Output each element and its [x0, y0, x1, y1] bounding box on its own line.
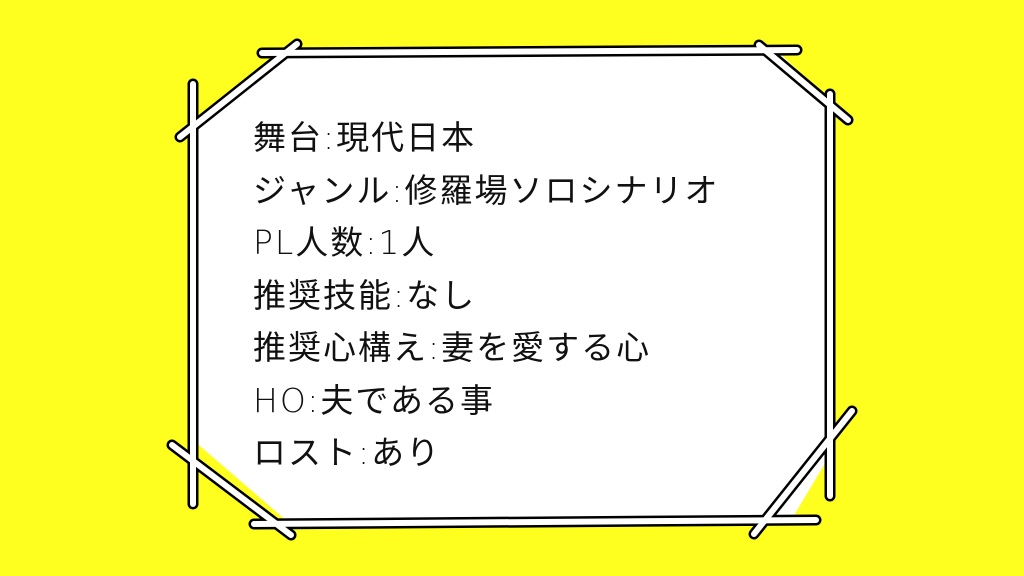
info-value: 夫である事 — [320, 380, 496, 420]
info-separator: : — [393, 275, 407, 315]
scenario-info-list: 舞台:現代日本 ジャンル:修羅場ソロシナリオ PL人数:1人 推奨技能:なし 推… — [253, 112, 719, 480]
info-value: 妻を愛する心 — [441, 328, 652, 367]
info-line-player-count: PL人数:1人 — [253, 217, 719, 270]
info-separator: : — [428, 328, 442, 367]
info-label: ロスト — [253, 433, 358, 472]
info-value: 現代日本 — [336, 118, 477, 157]
info-label: 推奨技能 — [253, 275, 393, 315]
info-line-recommended-mindset: 推奨心構え:妻を愛する心 — [253, 322, 719, 375]
info-line-recommended-skills: 推奨技能:なし — [253, 270, 719, 323]
info-line-handout: HO:夫である事 — [253, 375, 719, 428]
info-label: HO — [253, 380, 308, 420]
stick-fills — [169, 41, 855, 538]
info-label: 推奨心構え — [253, 328, 428, 367]
info-separator: : — [391, 170, 405, 210]
info-line-stage: 舞台:現代日本 — [253, 112, 719, 165]
info-label: ジャンル — [253, 170, 392, 210]
info-separator: : — [358, 433, 372, 472]
info-label: 舞台 — [253, 118, 323, 157]
info-value: なし — [406, 275, 477, 315]
white-panel — [193, 52, 830, 522]
info-value: あり — [371, 433, 442, 472]
info-line-genre: ジャンル:修羅場ソロシナリオ — [253, 165, 719, 218]
info-separator: : — [323, 118, 337, 157]
info-value: 修羅場ソロシナリオ — [404, 170, 720, 210]
info-separator: : — [307, 380, 321, 420]
info-label: PL人数 — [253, 223, 366, 262]
info-separator: : — [365, 223, 379, 262]
info-line-lost: ロスト:あり — [253, 427, 719, 480]
info-value: 1人 — [378, 223, 437, 262]
